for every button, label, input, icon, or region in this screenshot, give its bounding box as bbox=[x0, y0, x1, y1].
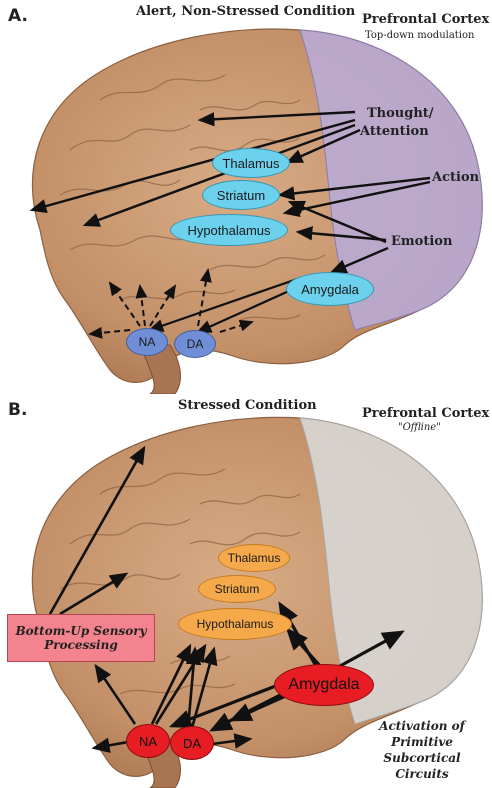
panel-a-non-stressed: A. Alert, Non-Stressed Condition Prefron… bbox=[8, 4, 490, 394]
thalamus-node-b: Thalamus bbox=[218, 544, 290, 572]
thought-label-line2: Attention bbox=[360, 124, 429, 139]
amygdala-arrows bbox=[147, 276, 301, 334]
action-label: Action bbox=[432, 170, 480, 185]
hypothalamus-node-b: Hypothalamus bbox=[178, 608, 292, 640]
pfc-title-b: Prefrontal Cortex bbox=[362, 406, 490, 421]
amygdala-node-b: Amygdala bbox=[274, 664, 374, 706]
pfc-subtitle-a: Top-down modulation bbox=[365, 30, 475, 41]
thought-label-line1: Thought/ bbox=[367, 106, 434, 121]
thalamus-node-a: Thalamus bbox=[212, 148, 290, 178]
prefrontal-region bbox=[299, 29, 483, 331]
hypothalamus-node-a: Hypothalamus bbox=[170, 214, 288, 246]
na-node-a: NA bbox=[126, 328, 168, 356]
amygdala-node-a: Amygdala bbox=[286, 272, 374, 306]
bottom-up-sensory-box: Bottom-Up Sensory Processing bbox=[7, 614, 155, 662]
striatum-node-b: Striatum bbox=[198, 575, 276, 603]
da-node-a: DA bbox=[174, 330, 216, 358]
pfc-subtitle-b: "Offline" bbox=[398, 422, 441, 433]
panel-letter-a: A. bbox=[8, 6, 28, 26]
sensory-label-line2: Processing bbox=[44, 638, 118, 652]
panel-letter-b: B. bbox=[8, 400, 28, 420]
panel-b-stressed: B. Stressed Condition Prefrontal Cortex … bbox=[0, 394, 492, 788]
emotion-label: Emotion bbox=[391, 234, 453, 249]
sensory-arrows bbox=[48, 445, 146, 725]
activation-line3: Circuits bbox=[395, 767, 449, 781]
da-node-b: DA bbox=[170, 726, 214, 760]
activation-caption: Activation of Primitive Subcortical Circ… bbox=[356, 718, 488, 782]
action-arrows bbox=[277, 176, 431, 218]
condition-title-a: Alert, Non-Stressed Condition bbox=[136, 4, 356, 19]
pfc-title-a: Prefrontal Cortex bbox=[362, 12, 490, 27]
na-node-b: NA bbox=[126, 724, 170, 758]
condition-title-b: Stressed Condition bbox=[178, 398, 317, 413]
activation-line2: Primitive Subcortical bbox=[383, 735, 461, 765]
prefrontal-offline-region bbox=[299, 417, 483, 725]
sensory-label-line1: Bottom-Up Sensory bbox=[15, 624, 147, 638]
thought-arrows bbox=[29, 110, 361, 227]
emotion-arrows bbox=[287, 200, 389, 274]
brainstem-shape bbox=[139, 344, 181, 394]
activation-line1: Activation of bbox=[379, 719, 465, 733]
amygdala-arrows bbox=[169, 601, 405, 732]
modulatory-dashed-arrows bbox=[88, 268, 254, 339]
striatum-node-a: Striatum bbox=[202, 180, 280, 210]
